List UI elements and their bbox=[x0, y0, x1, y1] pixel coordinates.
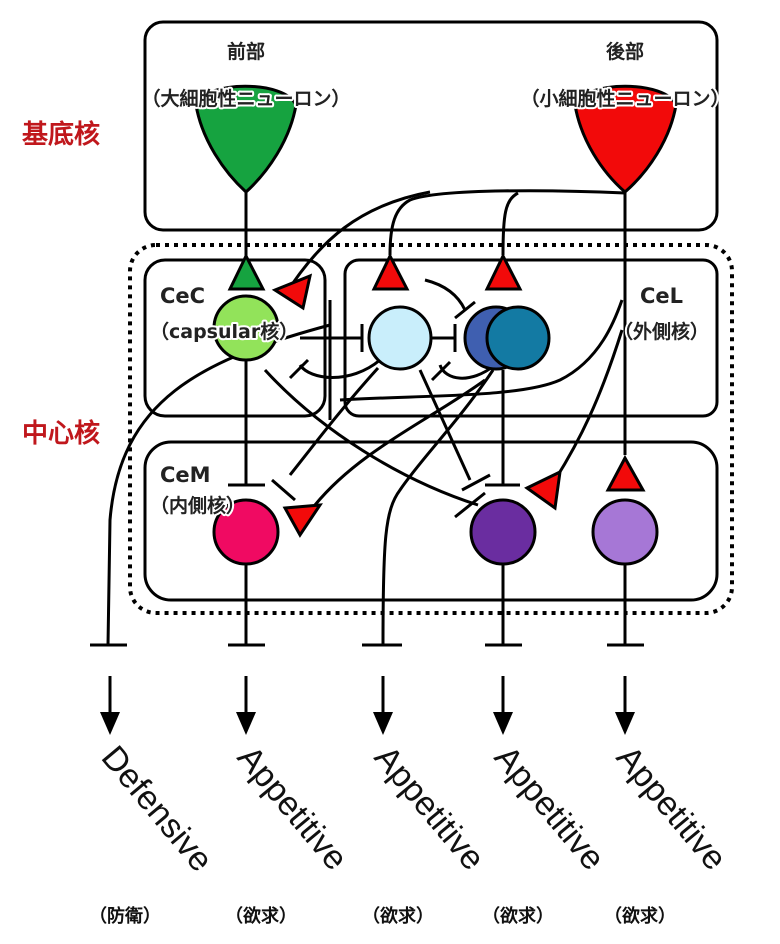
output-jp-label-3: （欲求） bbox=[362, 905, 434, 927]
anterior-title: 前部 bbox=[227, 40, 265, 63]
red-terminal-cem-pink bbox=[282, 503, 323, 538]
red-terminal-cec bbox=[271, 273, 313, 311]
cem-neuron-purple bbox=[469, 498, 537, 566]
cec-neuron bbox=[212, 294, 280, 362]
cem-name: CeM bbox=[160, 463, 211, 487]
output-label-5: Appetitive bbox=[609, 739, 734, 878]
central-nucleus-label: 中心核 bbox=[22, 418, 100, 449]
posterior-subtitle: （小細胞性ニューロン） bbox=[520, 87, 729, 110]
output-arrow-5 bbox=[615, 676, 635, 735]
output-label-2: Appetitive bbox=[230, 739, 355, 878]
cec-name: CeC bbox=[160, 284, 205, 308]
central-nucleus-outline bbox=[128, 243, 734, 615]
anterior-subtitle: （大細胞性ニューロン） bbox=[141, 87, 350, 110]
output-arrow-3 bbox=[373, 676, 393, 735]
connections bbox=[90, 189, 644, 647]
posterior-parvocellular-neuron bbox=[573, 84, 678, 194]
output-arrow-1 bbox=[100, 676, 120, 735]
basal-nucleus-label: 基底核 bbox=[22, 119, 100, 150]
behavior-outputs: Defensive （防衛） Appetitive （欲求） Appetitive （欲求… bbox=[89, 676, 734, 927]
cem-subtitle: （内側核） bbox=[150, 494, 245, 517]
output-label-3: Appetitive bbox=[367, 739, 492, 878]
basal-nucleus-box bbox=[143, 20, 719, 232]
output-label-1: Defensive bbox=[94, 739, 220, 879]
cem-neuron-lavender bbox=[591, 498, 659, 566]
cec-subtitle: （capsular核） bbox=[150, 320, 298, 343]
green-excitatory-terminal bbox=[227, 252, 266, 291]
cel-neuron-teal bbox=[485, 305, 551, 371]
output-label-4: Appetitive bbox=[487, 739, 612, 878]
output-jp-label-1: （防衛） bbox=[89, 905, 161, 927]
cel-neuron-light bbox=[367, 305, 433, 371]
output-jp-label-2: （欲求） bbox=[225, 905, 297, 927]
posterior-title: 後部 bbox=[606, 40, 644, 63]
output-arrow-2 bbox=[236, 676, 256, 735]
red-terminal-cem-purple bbox=[524, 469, 562, 511]
output-jp-label-4: （欲求） bbox=[482, 905, 554, 927]
cem-neuron-pink bbox=[212, 498, 280, 566]
cem-box bbox=[143, 440, 719, 602]
red-terminal-cel-light bbox=[371, 252, 410, 291]
cel-subtitle: （外側核） bbox=[614, 320, 709, 343]
output-jp-label-5: （欲求） bbox=[604, 905, 676, 927]
output-arrow-4 bbox=[493, 676, 513, 735]
anterior-magnocellular-neuron bbox=[194, 84, 298, 195]
red-terminal-cem-lavender bbox=[605, 454, 646, 492]
red-terminal-cel-dark bbox=[484, 252, 523, 291]
cel-name: CeL bbox=[640, 284, 683, 308]
